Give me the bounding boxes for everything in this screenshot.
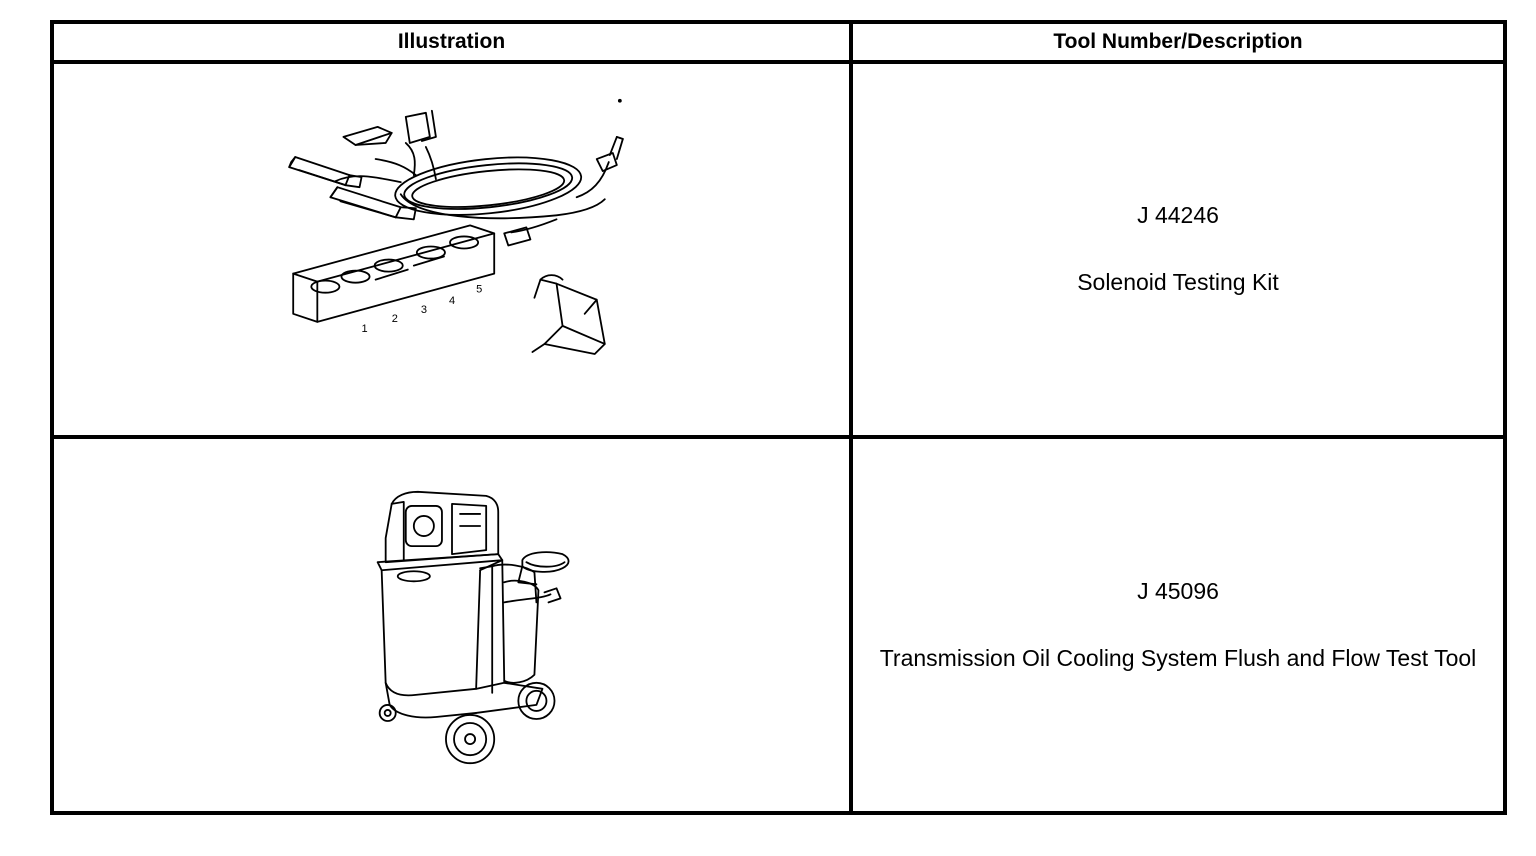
tool-number: J 45096 (1137, 577, 1219, 604)
flush-cart (376, 490, 570, 765)
alligator-clip (329, 186, 417, 221)
test-block (292, 224, 496, 323)
header-illustration: Illustration (50, 20, 853, 64)
illustration-cell (50, 434, 853, 816)
table-row: J 45096 Transmission Oil Cooling System … (50, 434, 1507, 816)
slot-label: 4 (449, 295, 455, 307)
solenoid-testing-kit-illustration: 1 2 3 4 5 (54, 64, 849, 435)
tool-table: Illustration Tool Number/Description (50, 20, 1507, 816)
slot-label: 5 (476, 284, 482, 296)
tool-description-cell: J 45096 Transmission Oil Cooling System … (849, 434, 1507, 816)
flush-and-flow-test-cart-illustration (54, 439, 849, 811)
tool-description-cell: J 44246 Solenoid Testing Kit (849, 60, 1507, 439)
illustration-cell: 1 2 3 4 5 (50, 60, 853, 439)
header-row: Illustration Tool Number/Description (50, 20, 1507, 64)
tool-description: Transmission Oil Cooling System Flush an… (879, 644, 1477, 671)
tool-description: Solenoid Testing Kit (1077, 269, 1279, 296)
tool-number: J 44246 (1137, 202, 1219, 229)
alligator-clip (342, 125, 393, 146)
slot-label: 2 (392, 313, 398, 325)
mounting-bracket (531, 274, 606, 355)
header-tool-number-description: Tool Number/Description (849, 20, 1507, 64)
slot-label: 1 (362, 323, 368, 335)
alligator-clip (288, 156, 363, 189)
slot-label: 3 (421, 304, 427, 316)
table-row: 1 2 3 4 5 (50, 60, 1507, 439)
alligator-clip (404, 109, 437, 144)
